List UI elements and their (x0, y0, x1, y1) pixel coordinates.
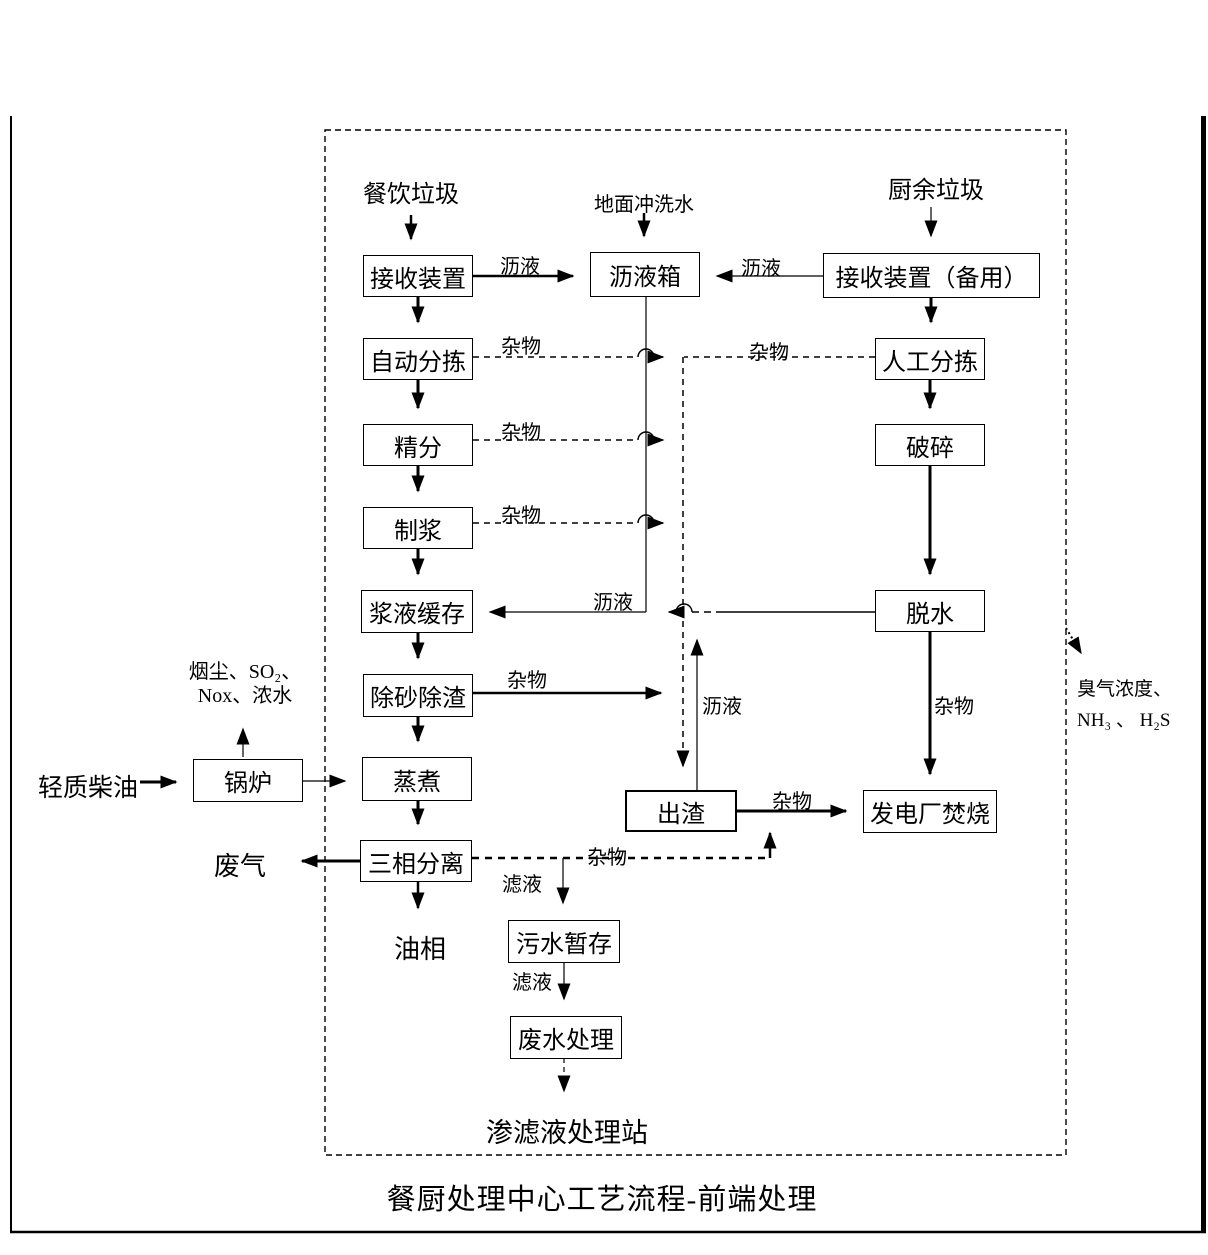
edge-label-filtrate-1: 滤液 (502, 874, 542, 896)
node-receiving-device-backup: 接收装置（备用） (823, 253, 1040, 298)
node-power-plant-incineration: 发电厂焚烧 (863, 790, 997, 833)
edge-label-debris-6: 杂物 (934, 696, 974, 718)
node-three-phase-separation: 三相分离 (360, 840, 472, 882)
node-leachate-tank: 沥液箱 (590, 252, 700, 297)
node-sewage-storage: 污水暂存 (508, 920, 620, 963)
node-pulping: 制浆 (363, 507, 473, 549)
node-boiler: 锅炉 (193, 759, 303, 802)
label-light-diesel: 轻质柴油 (38, 775, 139, 802)
label-odor-concentration: 臭气浓度、 NH₃ 、 H₂S (1077, 674, 1172, 736)
page-frame (10, 116, 1206, 1234)
edge-label-debris-1: 杂物 (501, 336, 541, 358)
label-kitchen-waste: 厨余垃圾 (888, 178, 984, 204)
node-crushing: 破碎 (875, 424, 985, 466)
node-auto-sorting: 自动分拣 (363, 338, 473, 380)
edge-label-leachate-3: 沥液 (593, 592, 633, 614)
boundary-dashed-box (324, 129, 1067, 1156)
edge-label-debris-2: 杂物 (749, 342, 789, 364)
edge-label-debris-4: 杂物 (501, 505, 541, 527)
label-flue-line1: 烟尘、SO₂、 (188, 661, 302, 683)
node-fine-sorting: 精分 (363, 424, 473, 466)
edge-label-leachate-1: 沥液 (500, 256, 540, 278)
node-desanding: 除砂除渣 (363, 674, 473, 717)
label-leachate-treatment-station: 渗滤液处理站 (486, 1118, 648, 1148)
edge-label-debris-7: 杂物 (772, 791, 812, 813)
label-flue-line2: Nox、浓水 (197, 685, 293, 707)
edge-label-filtrate-2: 滤液 (512, 972, 552, 994)
node-slag-discharge: 出渣 (625, 790, 737, 832)
diagram-title: 餐厨处理中心工艺流程-前端处理 (386, 1184, 818, 1216)
node-receiving-device: 接收装置 (363, 255, 473, 297)
node-slurry-buffer: 浆液缓存 (361, 590, 473, 633)
process-arrows (140, 207, 938, 1001)
node-cooking: 蒸煮 (362, 757, 472, 801)
label-ground-flush-water: 地面冲洗水 (594, 194, 694, 216)
edge-label-debris-3: 杂物 (501, 422, 541, 444)
edge-label-leachate-4: 沥液 (702, 696, 742, 718)
edge-label-leachate-2: 沥液 (741, 258, 781, 280)
label-odor-line2: NH₃ 、 H₂S (1077, 710, 1171, 731)
label-waste-gas: 废气 (213, 852, 267, 881)
node-manual-sorting: 人工分拣 (875, 338, 985, 380)
debris-dashed-lines (472, 348, 1082, 1093)
label-oil-phase: 油相 (393, 935, 447, 964)
edge-label-debris-8: 杂物 (587, 847, 627, 869)
label-restaurant-waste: 餐饮垃圾 (363, 182, 459, 208)
label-odor-line1: 臭气浓度、 (1077, 679, 1173, 700)
dot-boundary-odor (1065, 627, 1082, 655)
label-flue-emissions: 烟尘、SO₂、 Nox、浓水 (189, 660, 302, 708)
node-wastewater-treatment: 废水处理 (510, 1016, 622, 1059)
node-dewatering: 脱水 (875, 590, 985, 632)
hop-over-debris-line (675, 603, 693, 613)
edge-label-debris-5: 杂物 (507, 670, 547, 692)
